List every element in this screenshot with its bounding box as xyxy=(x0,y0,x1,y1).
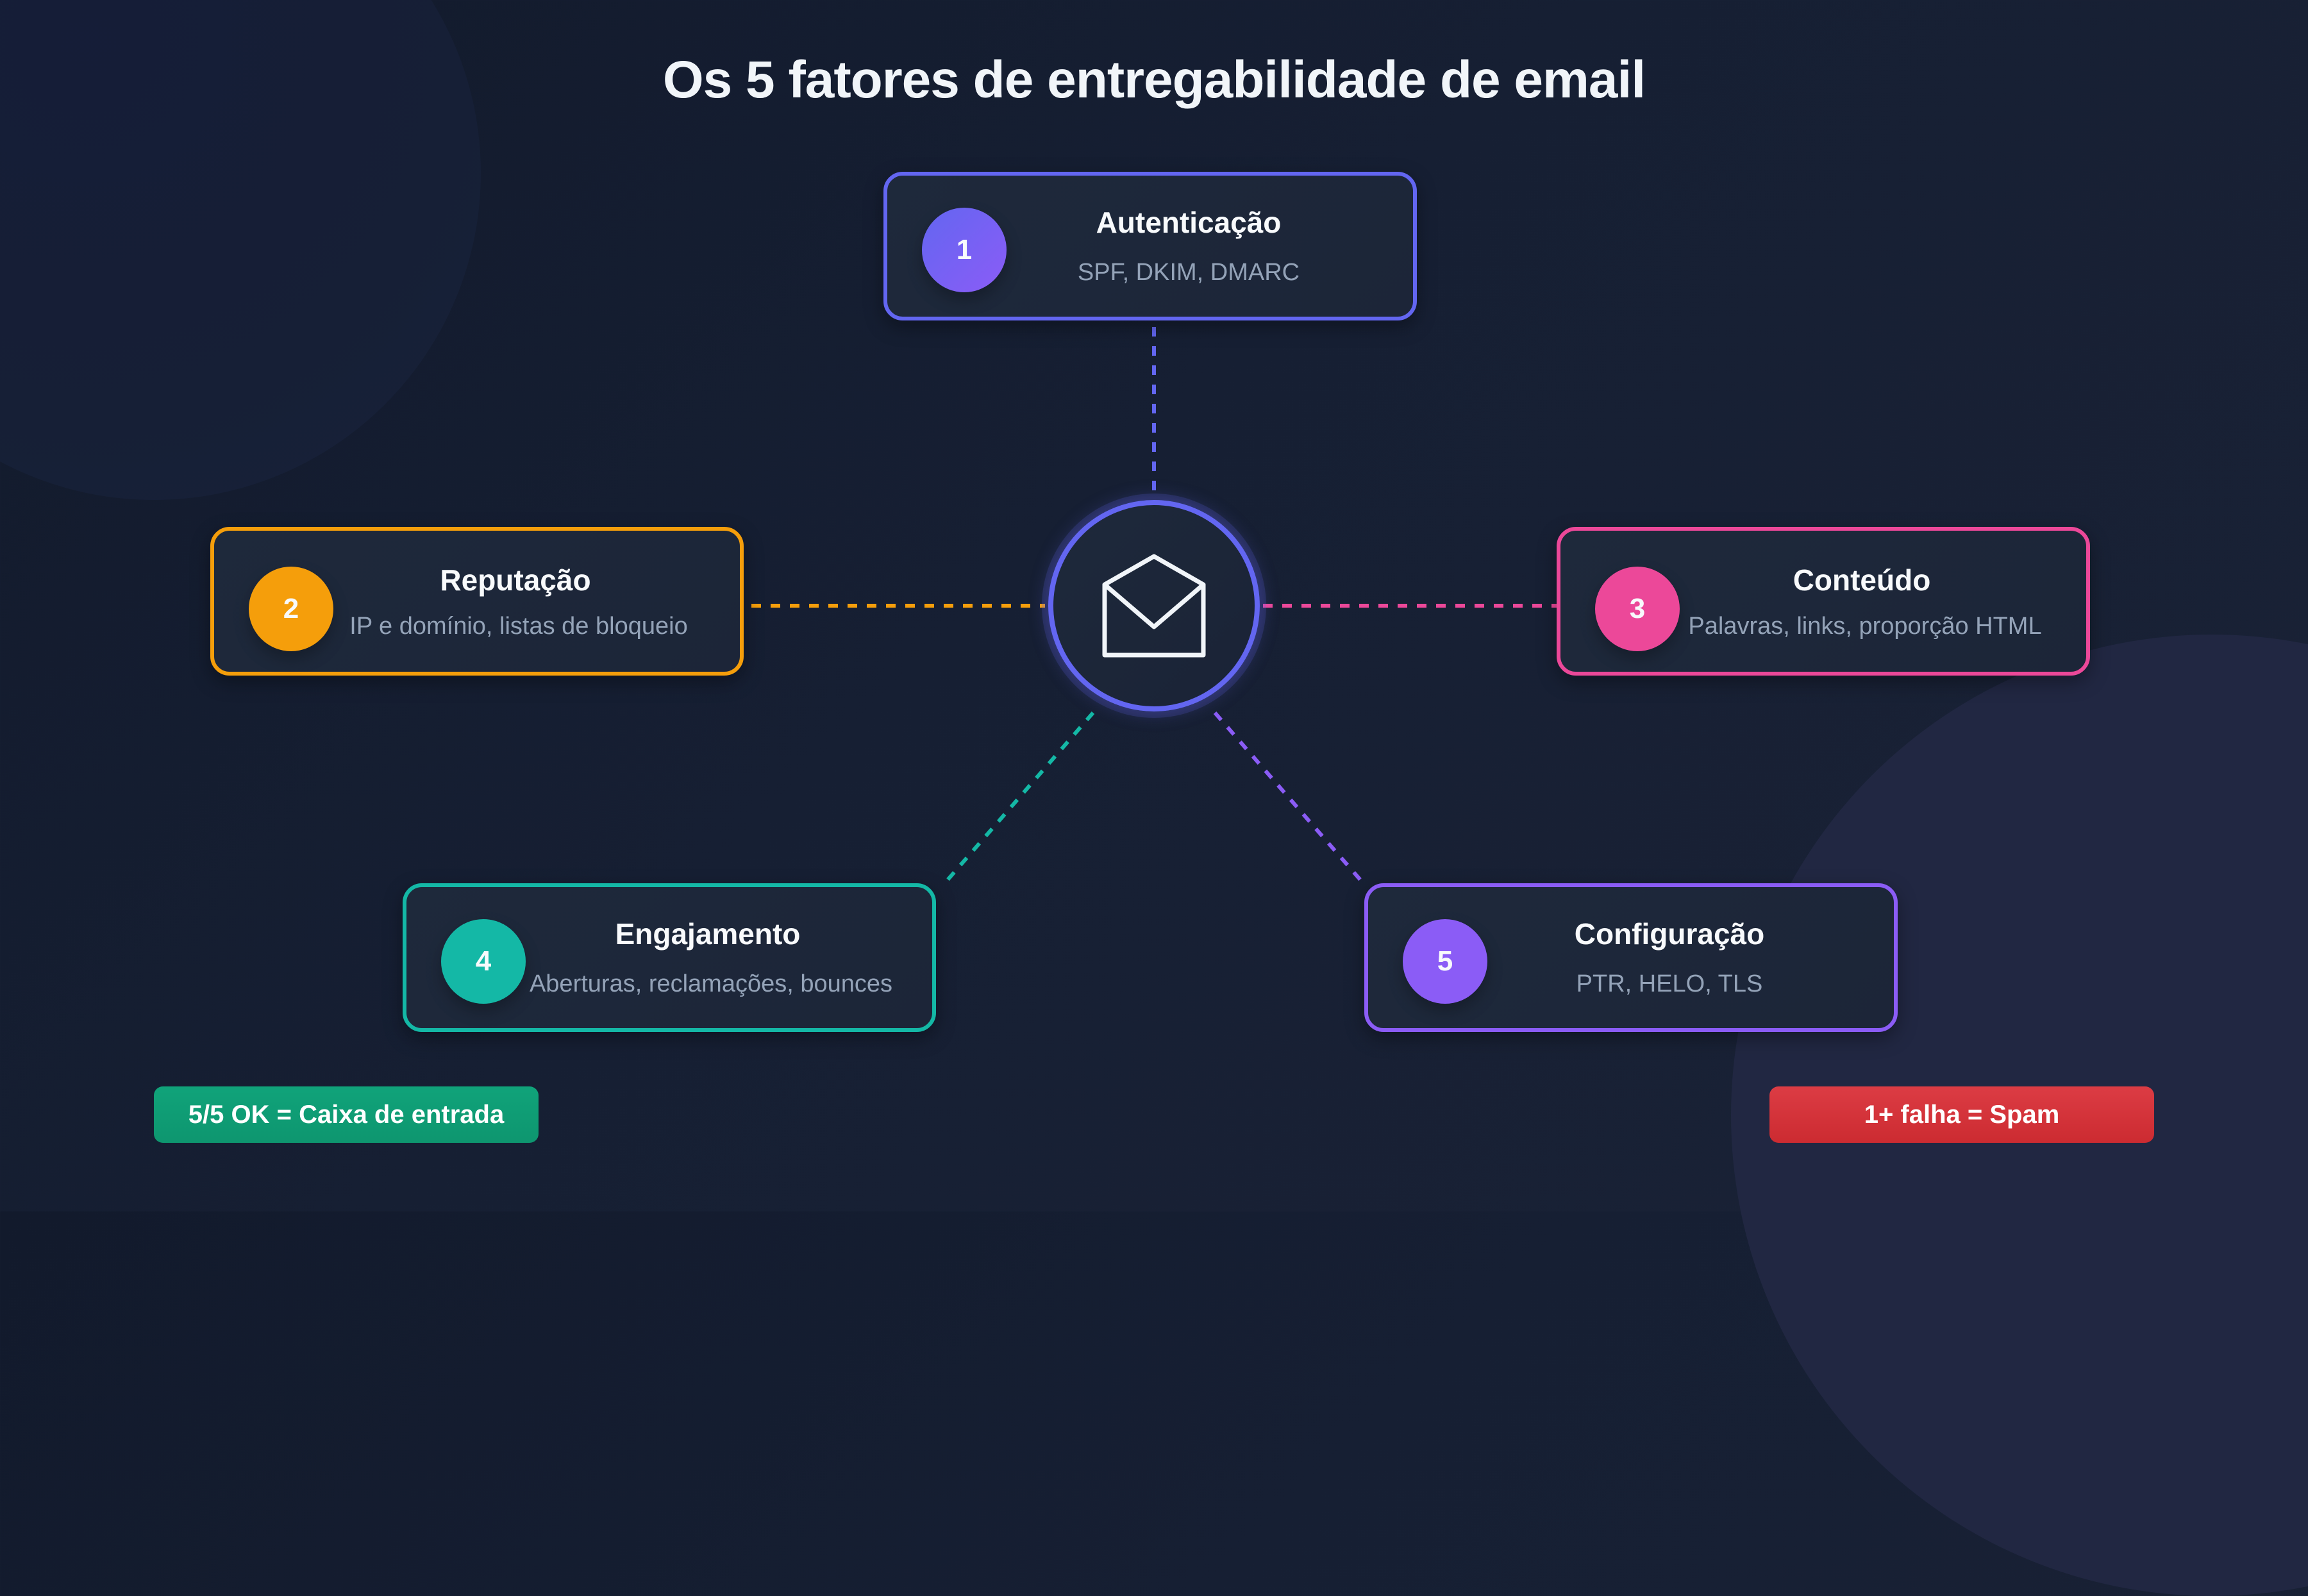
factor-card-configuracao: 5 Configuração PTR, HELO, TLS xyxy=(1364,883,1898,1032)
factor-number-badge: 1 xyxy=(922,208,1007,292)
connector-lines xyxy=(751,327,1557,887)
factor-title: Conteúdo xyxy=(1793,563,1931,597)
factor-card-reputacao: 2 Reputação IP e domínio, listas de bloq… xyxy=(210,527,744,676)
factor-title: Engajamento xyxy=(615,917,801,951)
connector-configuracao xyxy=(1213,711,1367,887)
factor-subtitle: PTR, HELO, TLS xyxy=(1576,970,1763,997)
factor-subtitle: Aberturas, reclamações, bounces xyxy=(529,970,893,997)
factor-title: Autenticação xyxy=(1096,206,1282,239)
factor-subtitle: SPF, DKIM, DMARC xyxy=(1077,259,1300,286)
factor-number-badge: 4 xyxy=(441,919,526,1004)
factor-number-badge: 2 xyxy=(249,567,333,651)
factor-card-conteudo: 3 Conteúdo Palavras, links, proporção HT… xyxy=(1557,527,2090,676)
factor-subtitle: IP e domínio, listas de bloqueio xyxy=(349,613,688,640)
diagram-title: Os 5 fatores de entregabilidade de email xyxy=(662,51,1646,109)
email-hub xyxy=(1048,500,1260,711)
connector-engajamento xyxy=(941,711,1095,887)
factor-title: Reputação xyxy=(440,563,591,597)
envelope-open-icon xyxy=(1102,554,1206,658)
factor-number-badge: 3 xyxy=(1595,567,1680,651)
spam-result-badge: 1+ falha = Spam xyxy=(1769,1086,2154,1143)
factor-subtitle: Palavras, links, proporção HTML xyxy=(1688,613,2042,640)
inbox-result-badge: 5/5 OK = Caixa de entrada xyxy=(154,1086,539,1143)
factor-card-engajamento: 4 Engajamento Aberturas, reclamações, bo… xyxy=(403,883,936,1032)
factor-title: Configuração xyxy=(1574,917,1765,951)
factor-card-autenticacao: 1 Autenticação SPF, DKIM, DMARC xyxy=(883,172,1417,320)
factor-number-badge: 5 xyxy=(1403,919,1487,1004)
